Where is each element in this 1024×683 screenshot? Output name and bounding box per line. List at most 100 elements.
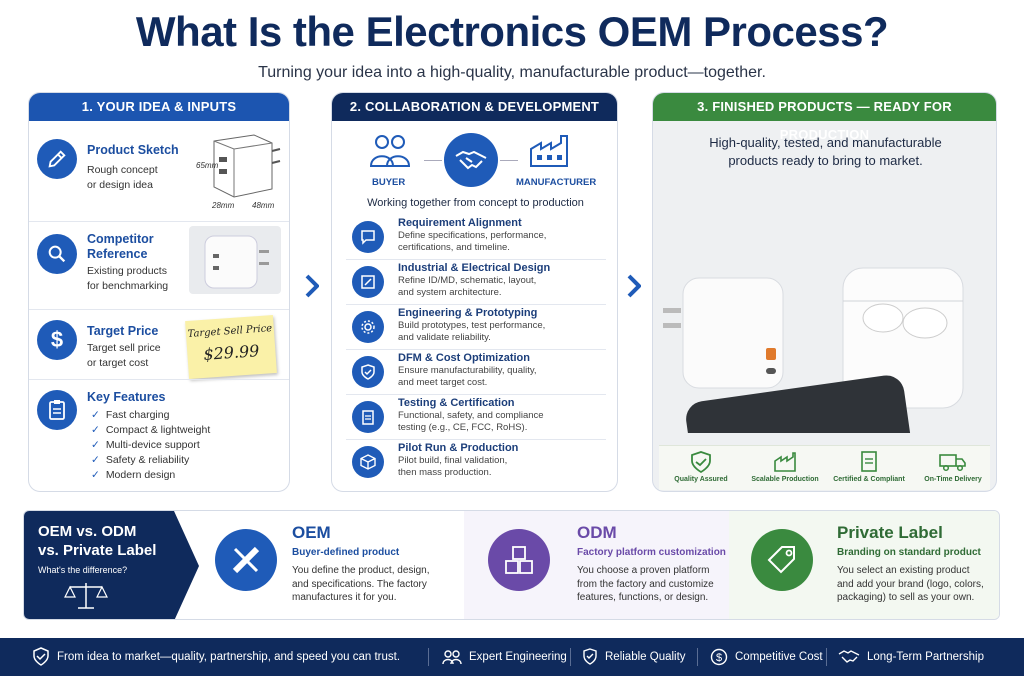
dimension-label: 48mm bbox=[252, 201, 275, 210]
row-text: Existing products bbox=[87, 265, 167, 277]
step-list: Requirement Alignment Define specificati… bbox=[332, 215, 617, 485]
step-design: Industrial & Electrical Design Refine ID… bbox=[346, 260, 606, 305]
step-title: Pilot Run & Production bbox=[398, 442, 519, 454]
sticky-note: Target Sell Price $29.99 bbox=[185, 315, 277, 379]
dimension-label: 28mm bbox=[212, 201, 235, 210]
footer-item-label: Competitive Cost bbox=[735, 651, 823, 663]
row-text: for benchmarking bbox=[87, 280, 169, 292]
row-title: Reference bbox=[87, 247, 148, 261]
row-key-features: Key Features Fast charging Compact & lig… bbox=[29, 379, 289, 491]
products-illustration bbox=[663, 267, 964, 433]
footer-separator bbox=[826, 648, 827, 666]
row-title: Key Features bbox=[87, 390, 166, 404]
tag-icon bbox=[751, 529, 813, 591]
people-icon bbox=[442, 650, 462, 665]
magnifier-icon bbox=[37, 234, 77, 274]
factory-icon bbox=[774, 452, 796, 472]
segment-private-label: Private Label Branding on standard produ… bbox=[729, 511, 999, 619]
pencil-icon bbox=[37, 139, 77, 179]
footer-separator bbox=[428, 648, 429, 666]
handshake-icon bbox=[838, 650, 860, 663]
footer-item-cost: $ Competitive Cost bbox=[710, 638, 823, 676]
manufacturer-label: MANUFACTURER bbox=[516, 177, 597, 188]
comparison-title: vs. Private Label bbox=[38, 542, 157, 559]
shield-check-icon bbox=[691, 451, 711, 474]
badge-quality: Quality Assured bbox=[659, 446, 743, 489]
sketch-drawing: 65mm 28mm 48mm bbox=[194, 129, 284, 214]
step-text: Build prototypes, test performance,and v… bbox=[398, 320, 546, 343]
step-title: Industrial & Electrical Design bbox=[398, 262, 551, 274]
page-title: What Is the Electronics OEM Process? bbox=[135, 8, 889, 55]
segment-subtitle: Buyer-defined product bbox=[292, 547, 400, 558]
handshake-icon bbox=[444, 133, 498, 187]
step-title: DFM & Cost Optimization bbox=[398, 352, 530, 364]
badge-label: On-Time Delivery bbox=[924, 476, 982, 483]
row-product-sketch: Product Sketch Rough concept or design i… bbox=[29, 121, 289, 216]
panel-header: 1. YOUR IDEA & INPUTS bbox=[29, 93, 289, 121]
edit-icon bbox=[352, 266, 384, 298]
svg-text:$: $ bbox=[716, 652, 722, 664]
step-dfm: DFM & Cost Optimization Ensure manufactu… bbox=[346, 350, 606, 395]
connector-line bbox=[424, 160, 442, 161]
chat-icon bbox=[352, 221, 384, 253]
panel-header: 3. FINISHED PRODUCTS — READY FOR PRODUCT… bbox=[653, 93, 996, 142]
row-text: Rough concept bbox=[87, 164, 158, 176]
shield-check-icon bbox=[352, 356, 384, 388]
row-text: Target sell price bbox=[87, 342, 161, 354]
clipboard-icon bbox=[352, 401, 384, 433]
comparison-intro: OEM vs. ODM vs. Private Label What's the… bbox=[24, 511, 199, 619]
feature-item: Safety & reliability bbox=[91, 453, 210, 468]
badge-bar: Quality Assured Scalable Production Cert… bbox=[659, 445, 990, 490]
ruler-pencil-icon bbox=[215, 529, 277, 591]
feature-item: Compact & lightweight bbox=[91, 423, 210, 438]
competitor-photo bbox=[189, 226, 281, 294]
footer-item-label: Long-Term Partnership bbox=[867, 651, 984, 663]
comparison-title: OEM vs. ODM bbox=[38, 523, 137, 540]
box-icon bbox=[352, 446, 384, 478]
checklist-icon bbox=[37, 390, 77, 430]
feature-list: Fast charging Compact & lightweight Mult… bbox=[91, 408, 210, 483]
step-text: Refine ID/MD, schematic, layout,and syst… bbox=[398, 275, 537, 298]
step-requirement-alignment: Requirement Alignment Define specificati… bbox=[346, 215, 606, 260]
step-pilot-run: Pilot Run & Production Pilot build, fina… bbox=[346, 440, 606, 485]
cubes-icon bbox=[488, 529, 550, 591]
segment-subtitle: Branding on standard product bbox=[837, 547, 981, 558]
panel-text: products ready to bring to market. bbox=[728, 153, 923, 168]
note-label: Target Sell Price bbox=[187, 323, 273, 340]
segment-subtitle: Factory platform customization bbox=[577, 547, 726, 558]
footer-separator bbox=[697, 648, 698, 666]
step-text: Pilot build, final validation,then mass … bbox=[398, 455, 508, 478]
row-competitor: Competitor Reference Existing products f… bbox=[29, 221, 289, 299]
footer-item-engineering: Expert Engineering bbox=[442, 638, 567, 676]
row-text: or design idea bbox=[87, 179, 153, 191]
badge-delivery: On-Time Delivery bbox=[911, 446, 995, 489]
badge-certified: Certified & Compliant bbox=[827, 446, 911, 489]
panel-finished-products: 3. FINISHED PRODUCTS — READY FOR PRODUCT… bbox=[652, 92, 997, 492]
panel-text: High-quality, tested, and manufacturable bbox=[709, 135, 942, 150]
collaboration-tagline: Working together from concept to product… bbox=[367, 197, 584, 209]
scale-icon bbox=[64, 583, 108, 609]
footer-item-quality: Reliable Quality bbox=[582, 638, 686, 676]
note-value: $29.99 bbox=[202, 341, 260, 364]
badge-label: Certified & Compliant bbox=[833, 476, 905, 483]
panel-idea-inputs: 1. YOUR IDEA & INPUTS Product Sketch Rou… bbox=[28, 92, 290, 492]
comparison-subtitle: What's the difference? bbox=[38, 565, 128, 575]
dollar-icon: $ bbox=[37, 320, 77, 360]
footer-item-partnership: Long-Term Partnership bbox=[838, 638, 984, 676]
page-subtitle: Turning your idea into a high-quality, m… bbox=[258, 64, 766, 81]
shield-check-icon bbox=[33, 647, 49, 666]
dimension-label: 65mm bbox=[196, 161, 219, 170]
segment-text: You define the product, design,and speci… bbox=[292, 565, 430, 603]
gear-icon bbox=[352, 311, 384, 343]
row-title: Target Price bbox=[87, 324, 159, 338]
row-text: or target cost bbox=[87, 357, 149, 369]
buyer-label: BUYER bbox=[372, 177, 406, 188]
footer-item-label: Expert Engineering bbox=[469, 651, 567, 663]
step-title: Testing & Certification bbox=[398, 397, 515, 409]
feature-item: Modern design bbox=[91, 468, 210, 483]
chevron-right-icon bbox=[305, 274, 319, 298]
step-testing: Testing & Certification Functional, safe… bbox=[346, 395, 606, 440]
